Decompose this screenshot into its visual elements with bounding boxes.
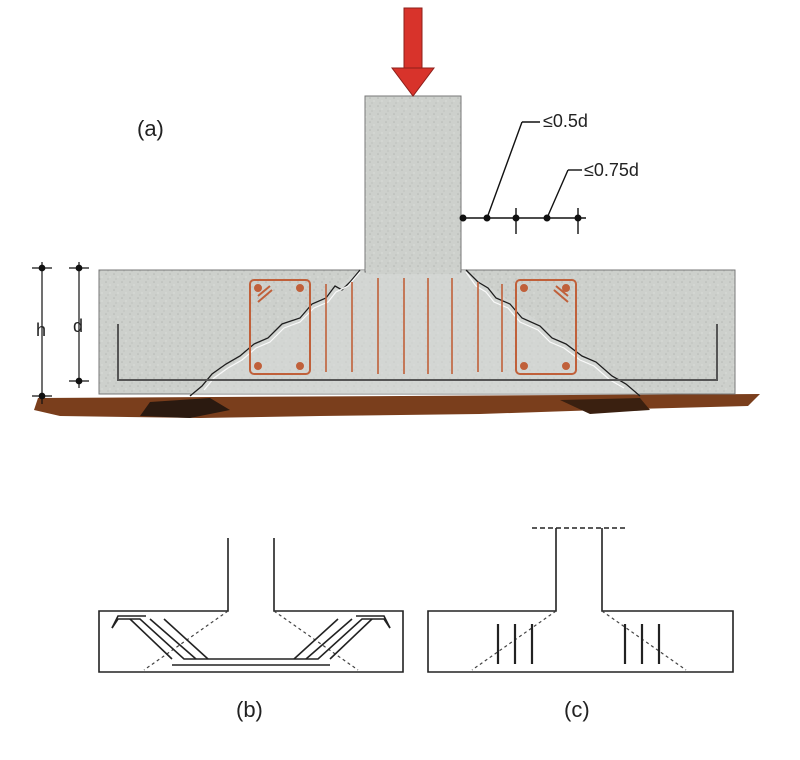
dimension-d-label: d (73, 316, 83, 336)
dimension-lines (32, 262, 89, 404)
panel-b-outline (98, 538, 404, 673)
panel-a-label: (a) (137, 116, 164, 141)
dimension-h-label: h (36, 320, 46, 340)
spacing-markers (459, 121, 586, 234)
panel-c-label: (c) (564, 697, 590, 722)
stirrup-cage-left (249, 279, 311, 375)
vertical-stirrups (496, 624, 661, 664)
soil-dark-patch (140, 398, 230, 418)
panel-c-outline (427, 528, 734, 673)
bottom-rebar (117, 324, 718, 381)
panel-c: (c) (427, 527, 734, 722)
panel-b: (b) (98, 538, 404, 722)
shear-crack-right (465, 269, 641, 397)
spacing-label-first: ≤0.5d (543, 111, 588, 131)
load-arrow (391, 7, 435, 97)
shear-crack-left (189, 269, 361, 397)
panel-a: ≤0.5d ≤0.75d h d (a) (32, 7, 760, 418)
shear-stirrups-vertical (325, 278, 503, 374)
stirrup-cage-right (515, 279, 577, 375)
bent-up-bars (111, 615, 391, 666)
soil-dark-patch (560, 398, 650, 414)
panel-b-label: (b) (236, 697, 263, 722)
spacing-label-second: ≤0.75d (584, 160, 639, 180)
column (364, 95, 462, 273)
